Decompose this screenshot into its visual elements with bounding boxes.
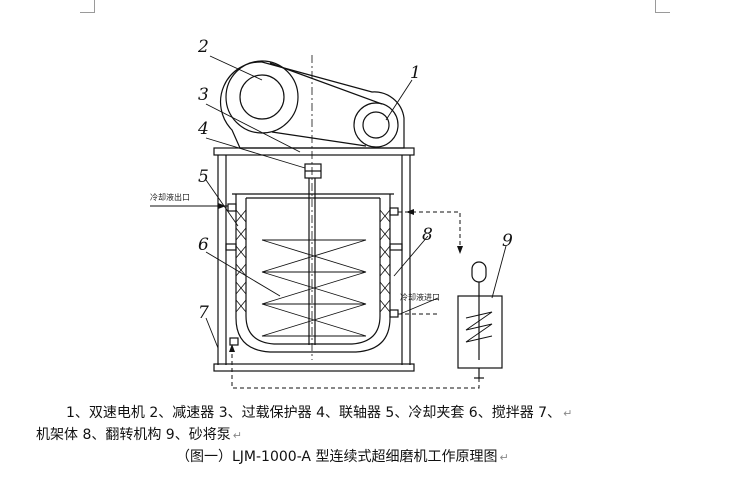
sand-pump-motor [471,261,487,283]
motor-pulley [353,102,399,148]
figure-title: （图一）LJM-1000-A 型连续式超细磨机工作原理图↵ [176,446,509,466]
callout-5: 5 [198,167,209,187]
callout-8: 8 [422,225,433,245]
callout-3: 3 [198,85,209,105]
flow-line-bottom [231,346,480,389]
leader-6 [205,251,281,297]
arrow-pump-in [457,246,463,254]
pump-screw [465,311,493,343]
reducer-pulley [225,60,299,134]
legend-line-2-text: 机架体 8、翻转机构 9、砂将泵 [36,427,231,443]
sand-pump-body [457,295,503,369]
legend-line-2: 机架体 8、翻转机构 9、砂将泵↵ [36,424,242,444]
return-mark: ↵ [563,407,573,420]
cooling-jacket [235,194,391,353]
nozzle-right-top [389,207,399,216]
belt-housing [219,61,405,149]
callout-4: 4 [197,119,209,139]
callout-2: 2 [197,37,209,57]
leader-2 [209,55,263,81]
flow-line-top [398,211,461,250]
motor-hub [362,111,390,139]
leader-5 [205,179,239,227]
belt-lower [271,131,367,147]
leader-9 [491,245,507,299]
label-coolant-out: 冷却液出口 [150,192,190,202]
figure-title-text: （图一）LJM-1000-A 型连续式超细磨机工作原理图 [176,449,498,465]
label-coolant-in: 冷却液进口 [400,292,440,302]
nozzle-left-top [227,203,237,212]
leader-3 [205,103,301,153]
reducer-hub [239,74,285,120]
arrow-top [406,209,414,215]
belt-upper [269,62,383,105]
leader-4 [205,137,306,169]
callout-9: 9 [502,231,513,251]
return-mark: ↵ [499,451,509,464]
grinding-tank [245,198,381,345]
callout-1: 1 [410,63,421,83]
top-frame-plate [213,147,415,156]
arrow-return [229,344,235,352]
callout-7: 7 [198,303,209,323]
leader-1 [385,79,413,121]
leader-7 [205,317,219,349]
bottom-frame-plate [213,363,415,372]
nozzle-left-bottom [229,337,239,346]
callout-6: 6 [198,235,209,255]
legend-line-1: 1、双速电机 2、减速器 3、过载保护器 4、联轴器 5、冷却夹套 6、搅拌器 … [66,402,572,422]
page-corner-top-left [80,0,95,13]
return-mark: ↵ [232,429,242,442]
page-corner-top-right [655,0,670,13]
nozzle-right-bottom [389,309,399,318]
legend-line-1-text: 1、双速电机 2、减速器 3、过载保护器 4、联轴器 5、冷却夹套 6、搅拌器 … [66,405,562,421]
jacket-hatch-left [235,209,247,313]
jacket-hatch-right [379,209,391,313]
leader-8 [393,235,429,277]
